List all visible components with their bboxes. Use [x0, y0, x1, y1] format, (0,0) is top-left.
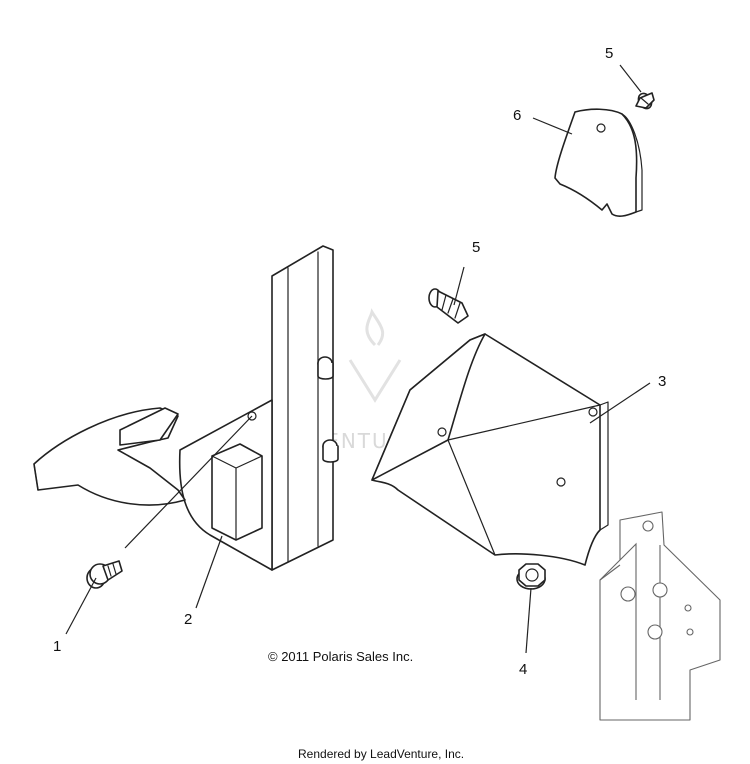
part-2-footrest-pad[interactable]: [33, 407, 186, 506]
reference-mount-frame: [599, 511, 721, 721]
callout-1: 1: [53, 638, 61, 655]
callout-2: 2: [184, 611, 192, 628]
part-4-flange-nut[interactable]: [516, 563, 546, 590]
part-6-cover-plate[interactable]: [554, 108, 643, 217]
leader-lines: [65, 64, 651, 654]
part-5-push-rivet-middle[interactable]: [428, 288, 469, 324]
part-5-push-rivet-top[interactable]: [635, 91, 655, 111]
callout-3: 3: [658, 373, 666, 390]
callout-6: 6: [513, 107, 521, 124]
footer-text: Rendered by LeadVenture, Inc.: [298, 747, 464, 761]
part-3-guard-shield[interactable]: [371, 333, 609, 566]
callout-5-top: 5: [605, 45, 613, 62]
callout-labels: 1 2 3 4 5 5 6: [53, 45, 666, 678]
copyright-text: © 2011 Polaris Sales Inc.: [268, 649, 413, 664]
callout-4: 4: [519, 661, 527, 678]
callout-5-middle: 5: [472, 239, 480, 256]
part-2-bracket-assembly[interactable]: [178, 245, 339, 571]
